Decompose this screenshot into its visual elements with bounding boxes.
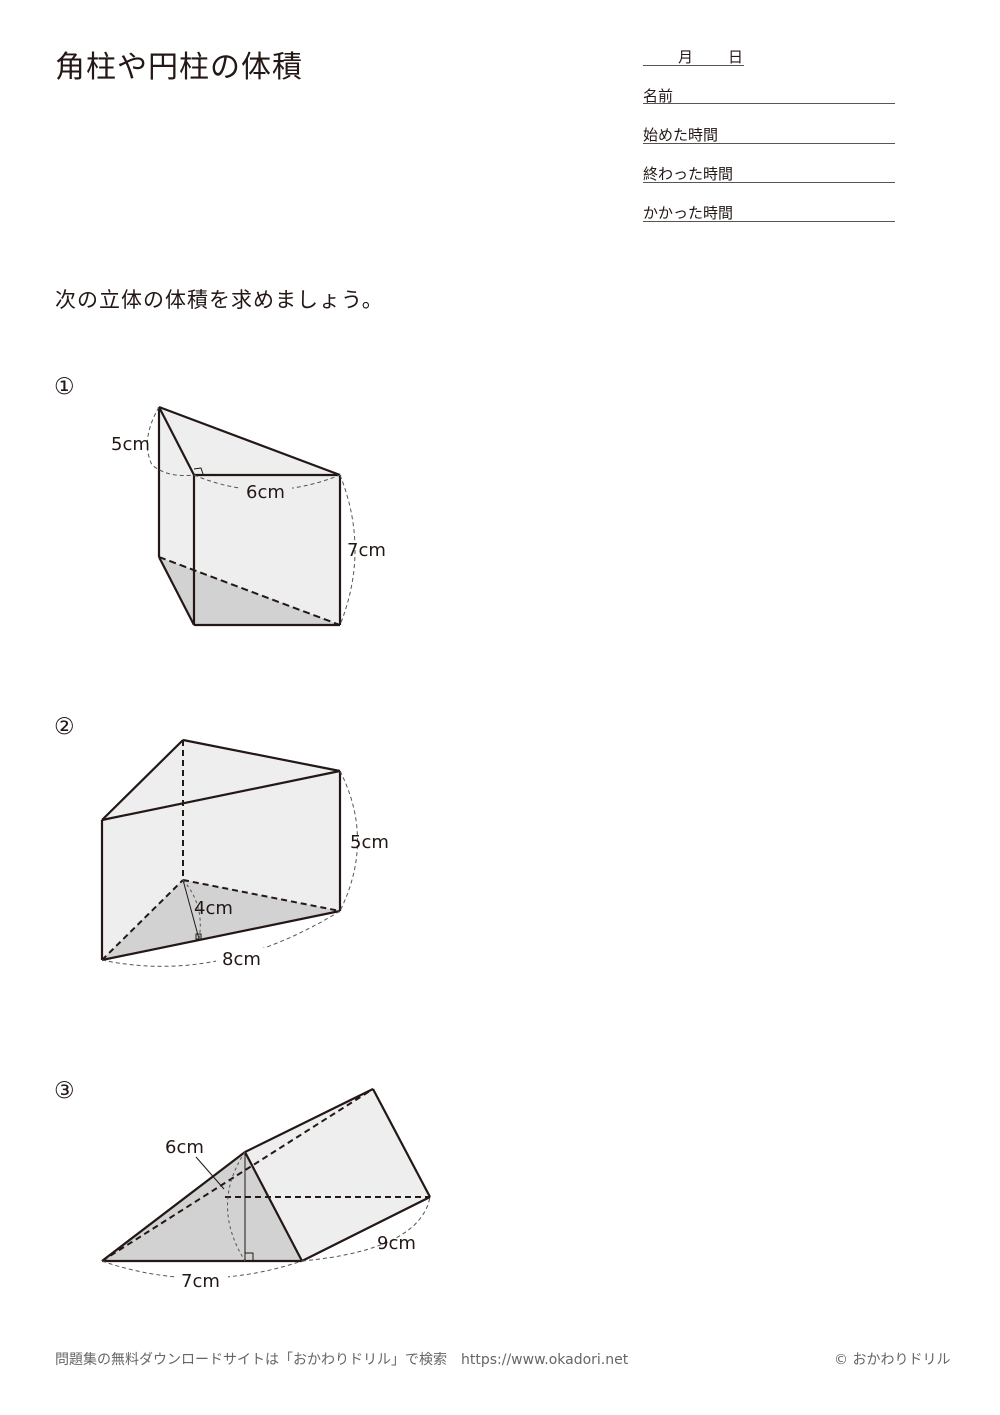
day-label: 日 xyxy=(728,48,744,66)
prism-2-label-b: 4cm xyxy=(194,898,233,919)
name-label: 名前 xyxy=(643,87,674,105)
prism-3-label-a: 6cm xyxy=(165,1137,204,1158)
prism-3-label-b: 7cm xyxy=(181,1271,220,1292)
prism-2-label-c: 8cm xyxy=(222,949,261,970)
prism-2-figure xyxy=(100,738,358,967)
elapsed-time-label: かかった時間 xyxy=(643,204,734,222)
date-underline xyxy=(643,65,744,66)
page-title: 角柱や円柱の体積 xyxy=(55,50,303,85)
problem-2-number: ② xyxy=(54,714,75,740)
prism-1-label-b: 6cm xyxy=(246,482,285,503)
prism-1-label-a: 5cm xyxy=(111,434,150,455)
elapsed-time-underline xyxy=(643,221,895,222)
footer-site-info: 問題集の無料ダウンロードサイトは「おかわりドリル」で検索 https://www… xyxy=(55,1352,629,1368)
problem-1-number: ① xyxy=(54,374,75,400)
end-time-underline xyxy=(643,182,895,183)
prism-3-label-c: 9cm xyxy=(377,1233,416,1254)
month-label: 月 xyxy=(678,48,694,66)
name-underline xyxy=(643,103,895,104)
footer-copyright: © おかわりドリル xyxy=(834,1352,951,1368)
end-time-label: 終わった時間 xyxy=(643,165,734,183)
prism-1-figure xyxy=(146,405,356,627)
start-time-underline xyxy=(643,143,895,144)
problem-3-number: ③ xyxy=(54,1078,75,1104)
start-time-label: 始めた時間 xyxy=(643,126,719,144)
instruction-text: 次の立体の体積を求めましょう。 xyxy=(55,288,384,312)
prism-2-label-a: 5cm xyxy=(350,832,389,853)
prism-3-figure xyxy=(101,1088,431,1279)
prism-1-label-c: 7cm xyxy=(347,540,386,561)
